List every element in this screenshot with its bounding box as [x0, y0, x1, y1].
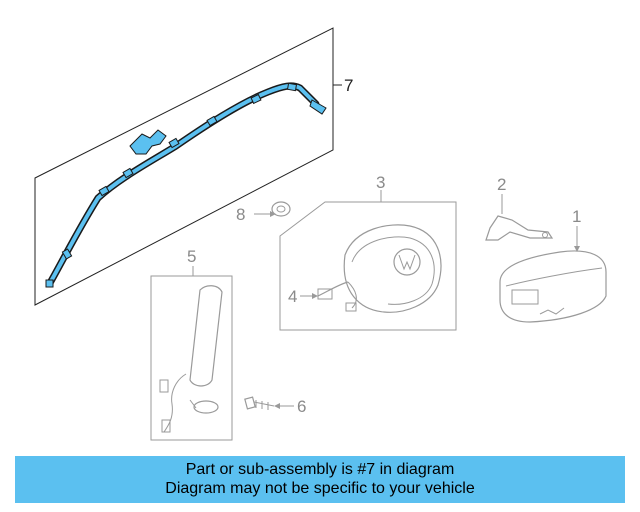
- info-banner: Part or sub-assembly is #7 in diagram Di…: [15, 456, 625, 503]
- callout-4: 4: [288, 287, 297, 306]
- callout-3: 3: [376, 173, 385, 192]
- callout-1: 1: [572, 207, 581, 226]
- vw-logo: [393, 248, 421, 276]
- banner-line-2: Diagram may not be specific to your vehi…: [165, 480, 475, 497]
- callout-2: 2: [497, 175, 506, 194]
- part-5-side-airbag: 5: [150, 247, 233, 441]
- part-7-bracket: [129, 129, 167, 155]
- part-6-bolt: 6: [244, 396, 306, 416]
- callout-7: 7: [344, 76, 353, 95]
- part-7-end-connector: [309, 99, 327, 115]
- part-8-clip: 8: [236, 201, 291, 224]
- part-7-clips: [45, 82, 298, 288]
- part-1-passenger-airbag: 1: [499, 207, 607, 323]
- banner-line-1: Part or sub-assembly is #7 in diagram: [185, 461, 455, 478]
- part-7-curtain-airbag[interactable]: 7: [34, 27, 353, 306]
- part-7-airbag-tube-fill: [48, 83, 318, 285]
- part-7-panel-outline: [34, 27, 334, 306]
- part-3-steering-airbag: 3 4: [279, 173, 457, 331]
- callout-6: 6: [297, 397, 306, 416]
- part-2-bracket: 2: [485, 175, 554, 241]
- part-7-airbag-tube: [46, 82, 320, 287]
- callout-5: 5: [187, 247, 196, 266]
- callout-8: 8: [236, 205, 245, 224]
